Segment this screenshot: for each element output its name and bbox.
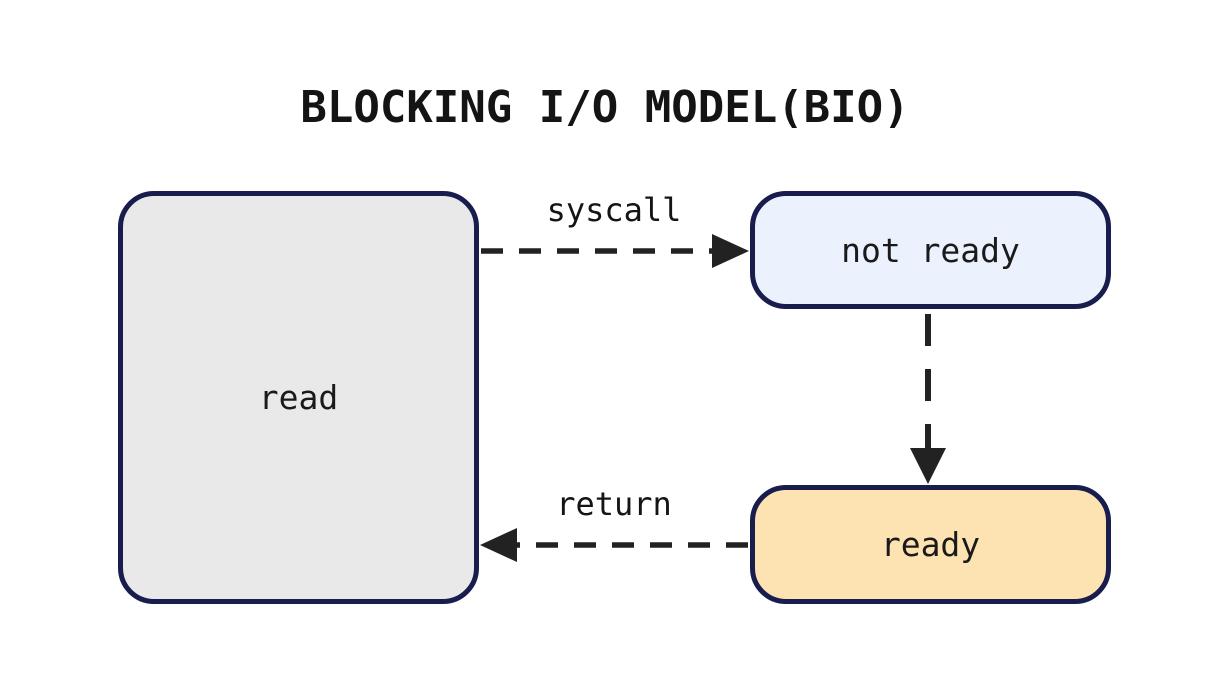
edge-syscall-arrowhead [712, 234, 749, 268]
edge-wait-arrow [910, 314, 946, 484]
node-read-label: read [258, 378, 339, 417]
node-ready-label: ready [880, 525, 981, 564]
node-not-ready: not ready [750, 191, 1111, 309]
edge-return-arrow [480, 528, 748, 562]
diagram-title: BLOCKING I/O MODEL(BIO) [300, 82, 910, 133]
node-ready: ready [750, 485, 1111, 604]
edge-return-arrowhead [480, 528, 517, 562]
edge-wait-arrowhead [910, 448, 946, 484]
edge-syscall-arrow [481, 234, 749, 268]
edge-return-label: return [556, 485, 672, 523]
edge-syscall-label: syscall [546, 191, 682, 229]
node-not-ready-label: not ready [841, 230, 1020, 270]
node-read: read [118, 191, 479, 604]
